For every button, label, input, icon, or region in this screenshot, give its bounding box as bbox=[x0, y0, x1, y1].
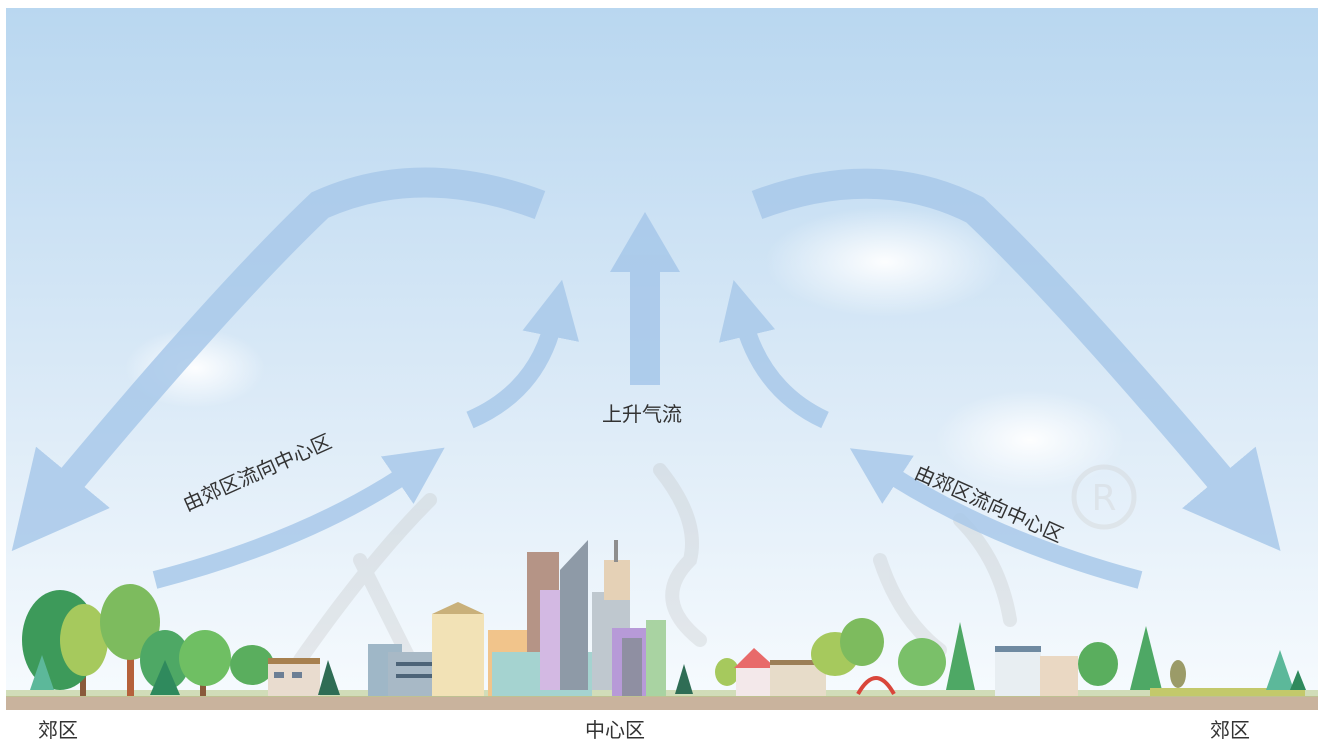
arrow-inflow-right bbox=[849, 448, 1143, 589]
svg-text:R: R bbox=[1091, 478, 1116, 519]
ground bbox=[6, 696, 1318, 710]
left-suburb-label: 郊区 bbox=[38, 718, 78, 742]
arrow-inflow-left bbox=[152, 447, 445, 589]
right-houses bbox=[715, 618, 1306, 696]
arrow-rising-center bbox=[610, 212, 680, 385]
arrow-curl-left bbox=[466, 279, 579, 429]
arrow-descending-left bbox=[11, 167, 546, 552]
left-houses bbox=[268, 658, 340, 696]
arrow-descending-right bbox=[751, 168, 1281, 551]
left-trees bbox=[22, 584, 274, 696]
city-center-label: 中心区 bbox=[585, 718, 645, 742]
rising-air-label: 上升气流 bbox=[602, 402, 682, 426]
city-buildings bbox=[368, 540, 693, 696]
registered-mark-icon: R bbox=[1071, 464, 1137, 530]
right-suburb-label: 郊区 bbox=[1210, 718, 1250, 742]
arrow-curl-right bbox=[719, 279, 829, 429]
